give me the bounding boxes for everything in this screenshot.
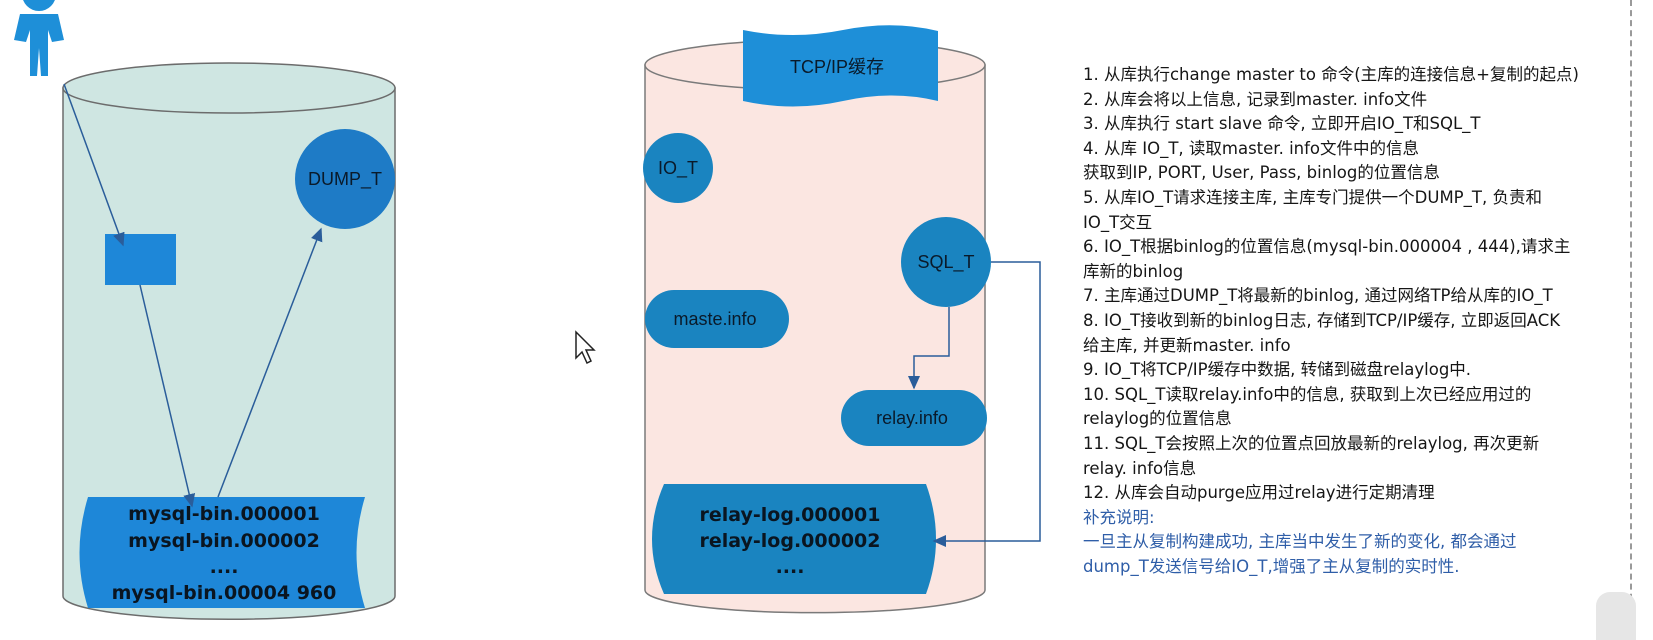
dump-thread-label: DUMP_T	[308, 169, 382, 190]
step-line: 给主库, 并更新master. info	[1083, 335, 1291, 355]
relay-info-file: relay.info	[841, 390, 987, 446]
sql-thread-label: SQL_T	[917, 252, 974, 273]
supplement-line: 一旦主从复制构建成功, 主库当中发生了新的变化, 都会通过	[1083, 532, 1517, 552]
supplement-line: dump_T发送信号给IO_T,增强了主从复制的实时性.	[1083, 556, 1460, 576]
binlog-file: mysql-bin.00004 960	[112, 582, 337, 604]
step-line: 1. 从库执行change master to 命令(主库的连接信息+复制的起点…	[1083, 65, 1579, 84]
step-line: 2. 从库会将以上信息, 记录到master. info文件	[1083, 89, 1428, 109]
binlog-file: ....	[210, 556, 239, 578]
user-icon	[14, 0, 64, 76]
tcp-ip-cache-flag: TCP/IP缓存	[743, 25, 938, 107]
binlog-to-dump-arrow	[217, 227, 323, 498]
step-line: 库新的binlog	[1083, 261, 1184, 281]
corner-overlay	[1596, 592, 1636, 640]
io-thread-node: IO_T	[643, 133, 713, 203]
step-line: 5. 从库IO_T请求连接主库, 主库专门提供一个DUMP_T, 负责和	[1083, 187, 1542, 207]
dump-thread-node: DUMP_T	[295, 129, 395, 229]
tcp-ip-cache-label: TCP/IP缓存	[790, 57, 884, 77]
master-database-cylinder	[62, 62, 396, 620]
step-line: 3. 从库执行 start slave 命令, 立即开启IO_T和SQL_T	[1083, 114, 1481, 134]
sql-to-relay-info-arrow	[908, 307, 950, 390]
master-client-block	[105, 234, 176, 285]
master-info-file: maste.info	[645, 290, 789, 348]
step-line: 7. 主库通过DUMP_T将最新的binlog, 通过网络TP给从库的IO_T	[1083, 286, 1553, 306]
step-line: 获取到IP, PORT, User, Pass, binlog的位置信息	[1083, 163, 1440, 183]
io-thread-label: IO_T	[658, 158, 698, 179]
master-info-label: maste.info	[673, 309, 756, 329]
step-line: 6. IO_T根据binlog的位置信息(mysql-bin.000004 , …	[1083, 237, 1571, 257]
sql-to-relay-log-arrow	[932, 261, 1041, 547]
step-line: IO_T交互	[1083, 212, 1153, 232]
step-line: relay. info信息	[1083, 458, 1197, 478]
sql-thread-node: SQL_T	[901, 217, 991, 307]
step-line: 11. SQL_T会按照上次的位置点回放最新的relaylog, 再次更新	[1083, 433, 1540, 453]
supplement-title: 补充说明:	[1083, 507, 1155, 527]
step-line: 9. IO_T将TCP/IP缓存中数据, 转储到磁盘relaylog中.	[1083, 360, 1472, 380]
relay-log-banner: relay-log.000001 relay-log.000002 ....	[652, 484, 936, 594]
step-line: relaylog的位置信息	[1083, 409, 1232, 429]
step-line: 8. IO_T接收到新的binlog日志, 存储到TCP/IP缓存, 立即返回A…	[1083, 310, 1561, 330]
relay-info-label: relay.info	[876, 408, 948, 428]
mouse-cursor-icon	[575, 330, 596, 365]
dashed-divider	[1630, 0, 1632, 640]
block-to-binlog-arrow	[139, 284, 196, 508]
step-line: 12. 从库会自动purge应用过relay进行定期清理	[1083, 483, 1435, 503]
replication-steps-text: 1. 从库执行change master to 命令(主库的连接信息+复制的起点…	[1083, 63, 1631, 579]
binlog-file: mysql-bin.000001	[128, 503, 320, 525]
user-to-block-arrow	[63, 83, 125, 247]
step-line: 4. 从库 IO_T, 读取master. info文件中的信息	[1083, 138, 1420, 158]
binlog-file: mysql-bin.000002	[128, 530, 320, 552]
binlog-files-banner: mysql-bin.000001 mysql-bin.000002 .... m…	[79, 497, 365, 608]
relay-log-file: relay-log.000001	[700, 504, 881, 526]
relay-log-file: relay-log.000002	[700, 530, 881, 552]
relay-log-file: ....	[776, 556, 805, 578]
step-line: 10. SQL_T读取relay.info中的信息, 获取到上次已经应用过的	[1083, 384, 1532, 404]
